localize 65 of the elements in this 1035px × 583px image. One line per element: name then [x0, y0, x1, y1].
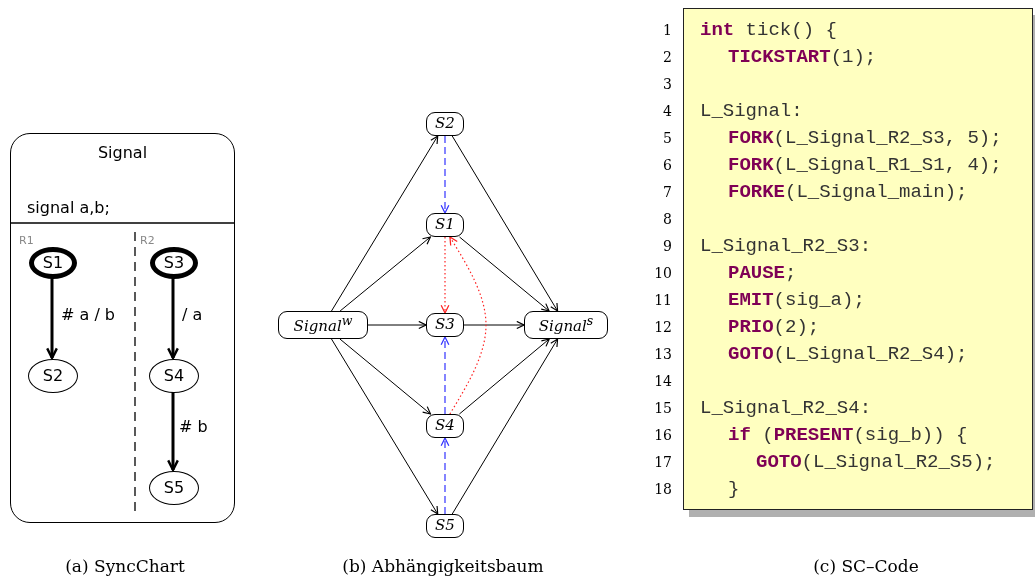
code-line: GOTO(L_Signal_R2_S5);	[756, 453, 996, 472]
state-name: S1	[42, 255, 64, 271]
code-line: EMIT(sig_a);	[728, 291, 865, 310]
transition-label: # a / b	[60, 306, 116, 324]
dependency-arrow	[339, 236, 431, 312]
code-line: FORKE(L_Signal_main);	[728, 183, 968, 202]
code-line: L_Signal_R2_S4:	[700, 399, 872, 418]
dependency-node	[278, 311, 368, 339]
state-name: S4	[163, 368, 185, 384]
dependency-arrow	[367, 320, 427, 330]
subfigure-caption: (a) SyncChart	[65, 558, 185, 575]
node-label: Signal$^{s}$	[538, 315, 594, 335]
line-number: 11	[654, 293, 672, 307]
region-label: R2	[140, 235, 155, 246]
code-line: L_Signal_R2_S3:	[700, 237, 872, 256]
code-line: TICKSTART(1);	[728, 48, 877, 67]
code-line: }	[728, 480, 740, 499]
dependency-arrow	[339, 338, 432, 415]
dependency-arrow	[440, 135, 450, 214]
transition-arrow	[167, 392, 179, 472]
code-line: L_Signal:	[700, 102, 803, 121]
dependency-node	[426, 514, 464, 538]
dependency-arrow	[463, 320, 525, 330]
dependency-arrow	[440, 437, 450, 515]
dependency-node	[426, 213, 464, 237]
node-label: S1	[435, 217, 455, 233]
dependency-arrow	[451, 338, 559, 515]
code-line: if (PRESENT(sig_b)) {	[728, 426, 968, 445]
node-label: S4	[435, 418, 455, 434]
dependency-arrow	[331, 338, 439, 515]
code-line: PAUSE;	[728, 264, 797, 283]
state-name: S2	[42, 368, 64, 384]
dependency-node	[426, 112, 464, 136]
code-line: PRIO(2);	[728, 318, 820, 337]
dependency-arrow	[459, 236, 550, 312]
dependency-arrow	[458, 338, 550, 415]
state-title: Signal	[97, 145, 148, 161]
state-ellipse	[29, 247, 77, 279]
subfigure-caption: (b) Abhängigkeitsbaum	[342, 558, 544, 575]
node-label: S3	[435, 317, 455, 333]
state-ellipse	[150, 247, 198, 279]
code-line: GOTO(L_Signal_R2_S4);	[728, 345, 968, 364]
dependency-node	[524, 311, 608, 339]
transition-arrow	[167, 278, 179, 360]
region-label: R1	[19, 235, 34, 246]
line-number: 1	[663, 23, 672, 37]
node-label: S2	[435, 116, 455, 132]
state-name: S5	[163, 480, 185, 496]
code-line: int tick() {	[700, 21, 837, 40]
dependency-node	[426, 313, 464, 337]
dependency-arrow	[451, 135, 559, 312]
dependency-arrow	[440, 236, 450, 314]
state-name: S3	[163, 255, 185, 271]
transition-label: / a	[181, 306, 204, 324]
subfigure-caption: (c) SC–Code	[813, 558, 919, 575]
dependency-node	[426, 414, 464, 438]
node-label: S5	[435, 518, 455, 534]
dependency-arrow	[440, 336, 450, 415]
dependency-arrow	[331, 135, 439, 312]
signal-declaration: signal a,b;	[27, 200, 110, 216]
code-line: FORK(L_Signal_R2_S3, 5);	[728, 129, 1002, 148]
node-label: Signal$^{w}$	[293, 315, 353, 335]
code-line: FORK(L_Signal_R1_S1, 4);	[728, 156, 1002, 175]
dependency-arrow	[449, 236, 487, 415]
transition-arrow	[46, 278, 58, 360]
